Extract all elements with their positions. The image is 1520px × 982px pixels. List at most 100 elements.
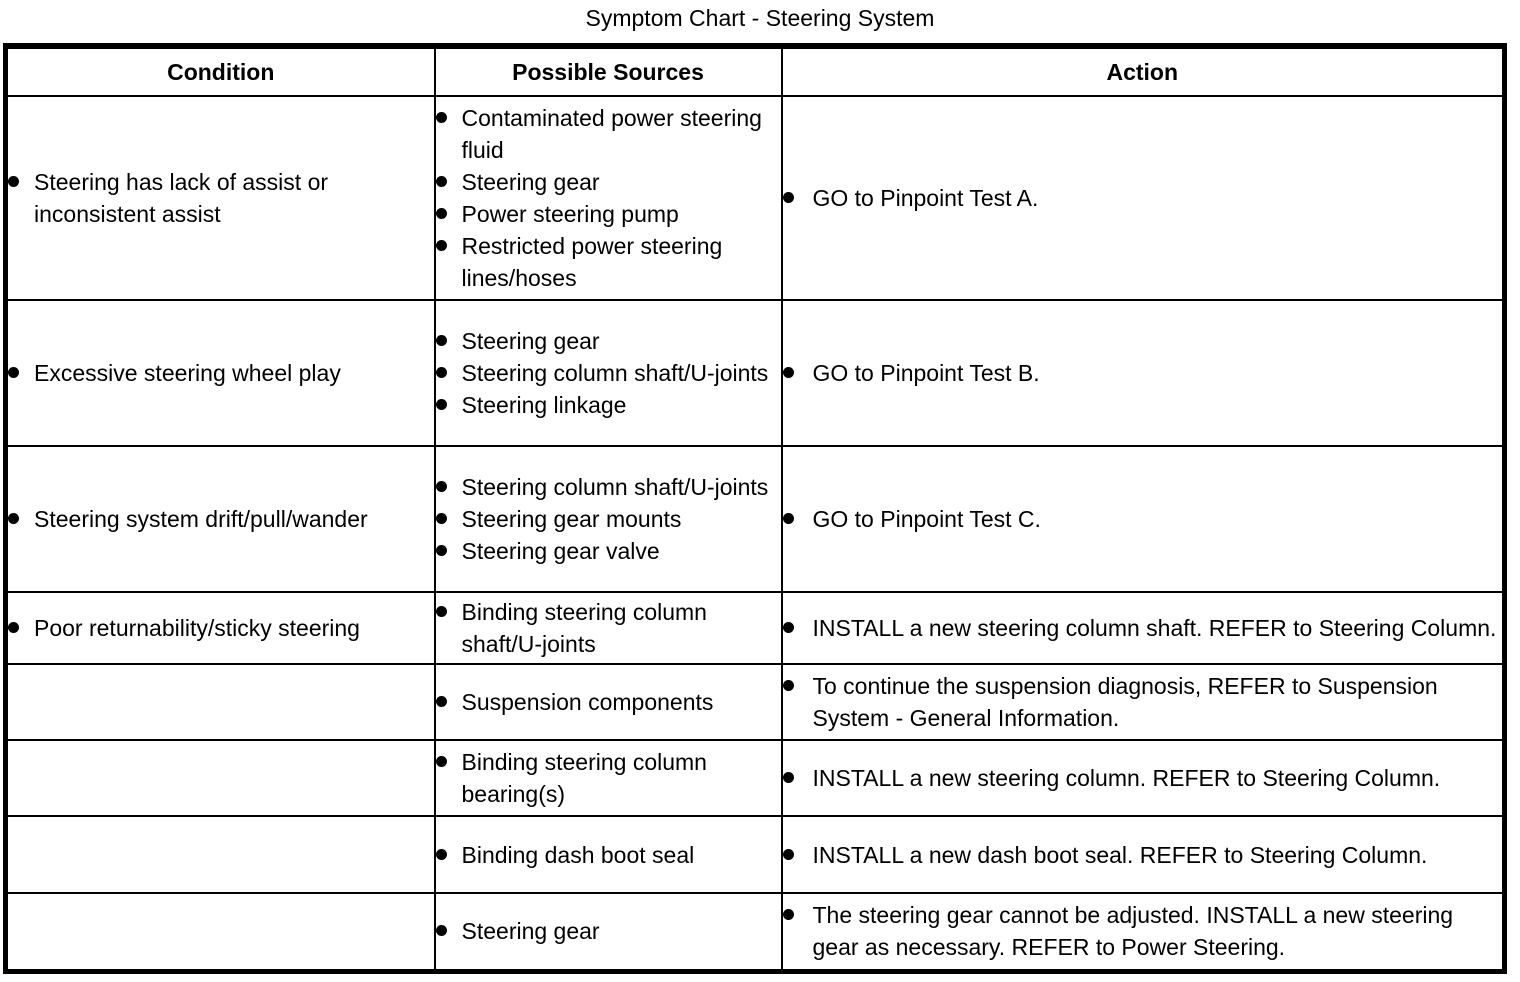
- list-item-text: Steering gear: [461, 169, 600, 195]
- cell-condition: [5, 816, 436, 894]
- cell-possible-sources: Contaminated power steering fluid Steeri…: [434, 96, 783, 301]
- bullet-icon: [782, 909, 794, 921]
- bullet-icon: [435, 696, 447, 707]
- list-item: Steering gear: [435, 325, 781, 357]
- list-item-text: GO to Pinpoint Test A.: [812, 185, 1039, 211]
- cell-possible-sources: Suspension components: [434, 664, 783, 741]
- list-item-text: Suspension components: [461, 689, 714, 715]
- list-item-text: Steering column shaft/U-joints: [461, 360, 769, 386]
- cell-possible-sources: Binding steering column bearing(s): [434, 740, 783, 817]
- action-list: INSTALL a new steering column. REFER to …: [782, 762, 1503, 794]
- table-body: Steering has lack of assist or inconsist…: [5, 96, 1505, 971]
- list-item-text: Steering gear: [461, 328, 600, 354]
- bullet-icon: [435, 208, 447, 219]
- list-item: Binding steering column bearing(s): [435, 746, 781, 810]
- sources-list: Steering column shaft/U-joints Steering …: [435, 471, 781, 567]
- cell-action: GO to Pinpoint Test B.: [781, 300, 1505, 447]
- cell-possible-sources: Steering gear: [434, 893, 783, 971]
- condition-list: Poor returnability/sticky steering: [8, 612, 434, 644]
- bullet-icon: [782, 848, 794, 860]
- table-header-row: Condition Possible Sources Action: [5, 46, 1505, 97]
- column-header-action: Action: [781, 46, 1505, 97]
- page-title: Symptom Chart - Steering System: [585, 5, 935, 31]
- bullet-icon: [435, 606, 447, 617]
- list-item-text: Binding steering column bearing(s): [461, 749, 707, 807]
- list-item: Suspension components: [435, 686, 781, 718]
- list-item: Binding steering column shaft/U-joints: [435, 596, 781, 660]
- cell-possible-sources: Steering gear Steering column shaft/U-jo…: [434, 300, 783, 447]
- list-item: GO to Pinpoint Test B.: [782, 357, 1503, 389]
- cell-condition: Poor returnability/sticky steering: [5, 592, 436, 665]
- bullet-icon: [435, 545, 447, 556]
- sources-list: Binding dash boot seal: [435, 839, 781, 871]
- action-list: INSTALL a new steering column shaft. REF…: [782, 612, 1503, 644]
- bullet-icon: [8, 176, 19, 187]
- bullet-icon: [8, 622, 19, 633]
- bullet-icon: [8, 513, 19, 524]
- list-item: Power steering pump: [435, 198, 781, 230]
- action-list: GO to Pinpoint Test B.: [782, 357, 1503, 389]
- action-list: GO to Pinpoint Test A.: [782, 182, 1503, 214]
- list-item: INSTALL a new dash boot seal. REFER to S…: [782, 839, 1503, 871]
- cell-action: INSTALL a new steering column. REFER to …: [781, 740, 1505, 817]
- bullet-icon: [435, 925, 447, 937]
- list-item-text: The steering gear cannot be adjusted. IN…: [812, 902, 1454, 961]
- table-row: Excessive steering wheel play Steering g…: [5, 300, 1505, 447]
- table-row: Binding steering column bearing(s) INSTA…: [5, 740, 1505, 817]
- action-list: INSTALL a new dash boot seal. REFER to S…: [782, 839, 1503, 871]
- list-item-text: INSTALL a new steering column. REFER to …: [812, 765, 1441, 791]
- list-item: Steering system drift/pull/wander: [8, 503, 434, 535]
- bullet-icon: [435, 176, 447, 187]
- list-item-text: Steering gear valve: [461, 538, 660, 564]
- list-item-text: Restricted power steering lines/hoses: [461, 233, 723, 291]
- list-item-text: Excessive steering wheel play: [34, 360, 341, 386]
- list-item: Steering gear mounts: [435, 503, 781, 535]
- table-row: Steering gear The steering gear cannot b…: [5, 893, 1505, 971]
- list-item: Restricted power steering lines/hoses: [435, 230, 781, 294]
- bullet-icon: [435, 481, 447, 492]
- cell-action: To continue the suspension diagnosis, RE…: [781, 664, 1505, 741]
- list-item: Steering linkage: [435, 389, 781, 421]
- bullet-icon: [8, 367, 19, 378]
- action-list: To continue the suspension diagnosis, RE…: [782, 670, 1503, 734]
- bullet-icon: [782, 622, 794, 633]
- list-item: To continue the suspension diagnosis, RE…: [782, 670, 1503, 734]
- cell-action: GO to Pinpoint Test C.: [781, 446, 1505, 593]
- sources-list: Binding steering column bearing(s): [435, 746, 781, 810]
- cell-possible-sources: Binding steering column shaft/U-joints: [434, 592, 783, 665]
- action-list: The steering gear cannot be adjusted. IN…: [782, 899, 1503, 963]
- list-item-text: Steering gear mounts: [461, 506, 682, 532]
- list-item: GO to Pinpoint Test C.: [782, 503, 1503, 535]
- cell-action: INSTALL a new steering column shaft. REF…: [781, 592, 1505, 665]
- list-item-text: INSTALL a new steering column shaft. REF…: [812, 615, 1497, 641]
- bullet-icon: [782, 192, 794, 203]
- list-item: Steering gear: [435, 915, 781, 947]
- list-item-text: Poor returnability/sticky steering: [34, 615, 360, 641]
- bullet-icon: [782, 680, 794, 691]
- cell-action: GO to Pinpoint Test A.: [781, 96, 1505, 301]
- cell-condition: [5, 740, 436, 817]
- list-item-text: Steering column shaft/U-joints: [461, 474, 769, 500]
- symptom-table: Condition Possible Sources Action Steeri…: [3, 43, 1507, 974]
- list-item-text: To continue the suspension diagnosis, RE…: [812, 673, 1438, 731]
- list-item-text: INSTALL a new dash boot seal. REFER to S…: [812, 841, 1428, 868]
- table-row: Binding dash boot seal INSTALL a new das…: [5, 816, 1505, 894]
- list-item: Steering column shaft/U-joints: [435, 471, 781, 503]
- list-item-text: GO to Pinpoint Test B.: [812, 360, 1040, 386]
- list-item-text: Binding steering column shaft/U-joints: [461, 599, 707, 657]
- list-item-text: Contaminated power steering fluid: [461, 105, 762, 163]
- table-row: Suspension components To continue the su…: [5, 664, 1505, 741]
- cell-possible-sources: Binding dash boot seal: [434, 816, 783, 894]
- bullet-icon: [435, 848, 447, 860]
- table-row: Poor returnability/sticky steering Bindi…: [5, 592, 1505, 665]
- bullet-icon: [435, 240, 447, 251]
- list-item: Binding dash boot seal: [435, 839, 781, 871]
- list-item: Steering gear: [435, 166, 781, 198]
- condition-list: Excessive steering wheel play: [8, 357, 434, 389]
- table-header: Condition Possible Sources Action: [5, 46, 1505, 97]
- bullet-icon: [782, 772, 794, 783]
- bullet-icon: [782, 513, 794, 524]
- list-item: INSTALL a new steering column. REFER to …: [782, 762, 1503, 794]
- list-item-text: Power steering pump: [461, 201, 679, 227]
- list-item: Steering gear valve: [435, 535, 781, 567]
